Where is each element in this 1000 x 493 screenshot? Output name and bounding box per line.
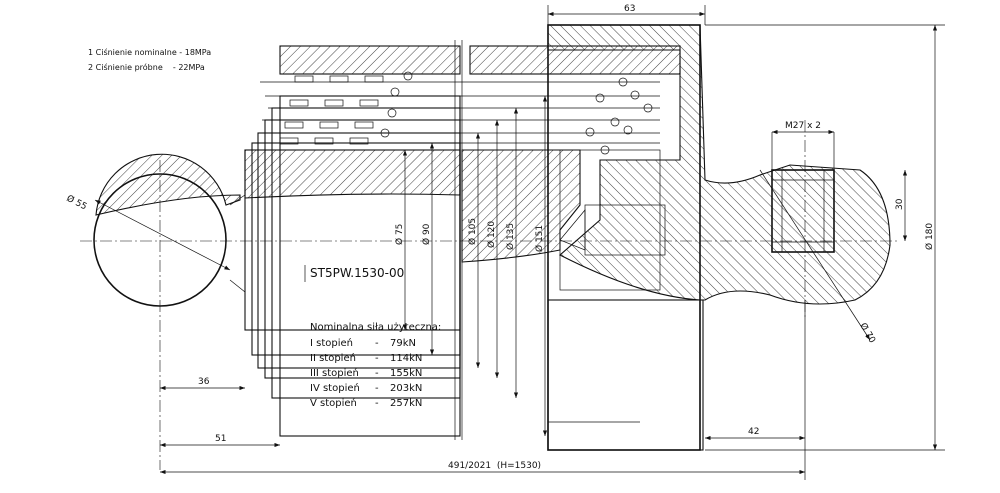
- break-lines: [454, 40, 463, 440]
- main-cylinder-section: [461, 24, 891, 451]
- force-row-value: 79kN: [390, 338, 416, 349]
- note-nominal-pressure: 1 Ciśnienie nominalne - 18MPa: [88, 47, 211, 57]
- force-row-value: 257kN: [390, 398, 422, 409]
- force-row-sep: -: [375, 353, 379, 364]
- dim-thread-label: M27 x 2: [785, 121, 821, 131]
- dim-right-42: 42: [748, 427, 759, 437]
- force-row-value: 155kN: [390, 368, 422, 379]
- note-test-pressure: 2 Ciśnienie próbne - 22MPa: [88, 62, 205, 72]
- force-row-value: 203kN: [390, 383, 422, 394]
- label-block: ST5PW.1530-00 Nominalna siła użyteczna: …: [304, 265, 441, 409]
- dim-top-width: 63: [624, 4, 635, 14]
- dim-d135: Ø 135: [505, 223, 516, 250]
- dim-top-63: 63: [547, 4, 706, 25]
- force-row-value: 114kN: [390, 353, 422, 364]
- dim-d151: Ø 151: [534, 225, 545, 252]
- dim-left-51: 51: [215, 434, 226, 444]
- dim-d120: Ø 120: [486, 221, 497, 248]
- notes: 1 Ciśnienie nominalne - 18MPa 2 Ciśnieni…: [88, 47, 211, 72]
- dim-d75: Ø 75: [394, 224, 405, 245]
- dim-left-36: 36: [198, 377, 210, 387]
- dim-right-side: 30 Ø 180: [705, 24, 945, 451]
- force-row-stage: III stopień: [310, 367, 359, 379]
- part-number: ST5PW.1530-00: [310, 266, 404, 280]
- force-row-stage: II stopień: [310, 352, 356, 364]
- dim-thread-depth: 30: [895, 198, 905, 210]
- dim-d105: Ø 105: [467, 218, 478, 245]
- force-table-title: Nominalna siła użyteczna:: [310, 322, 441, 333]
- force-row-sep: -: [375, 338, 379, 349]
- force-row-stage: IV stopień: [310, 382, 360, 394]
- dim-ball-left: Ø 55: [65, 193, 89, 213]
- dim-outer-dia: Ø 180: [924, 223, 935, 250]
- force-row-sep: -: [375, 398, 379, 409]
- force-row-sep: -: [375, 368, 379, 379]
- dim-total-length: 491/2021 (H=1530): [448, 461, 541, 471]
- dim-thread: M27 x 2: [771, 121, 835, 170]
- cylinder-body-lower: [547, 262, 704, 451]
- force-row-stage: V stopień: [310, 397, 357, 409]
- dim-ball-right: Ø 70: [857, 321, 877, 345]
- diameter-dimensions: Ø 75 Ø 90 Ø 105 Ø 120 Ø 135 Ø 151: [394, 96, 548, 436]
- dim-bottom: 36 51 42 491/2021 (H=1530): [160, 300, 806, 480]
- dim-d90: Ø 90: [421, 223, 432, 245]
- force-row-stage: I stopień: [310, 337, 353, 349]
- force-table: I stopień - 79kN II stopień - 114kN III …: [310, 337, 422, 409]
- left-ball-eye: Ø 55: [65, 153, 246, 470]
- force-row-sep: -: [375, 383, 379, 394]
